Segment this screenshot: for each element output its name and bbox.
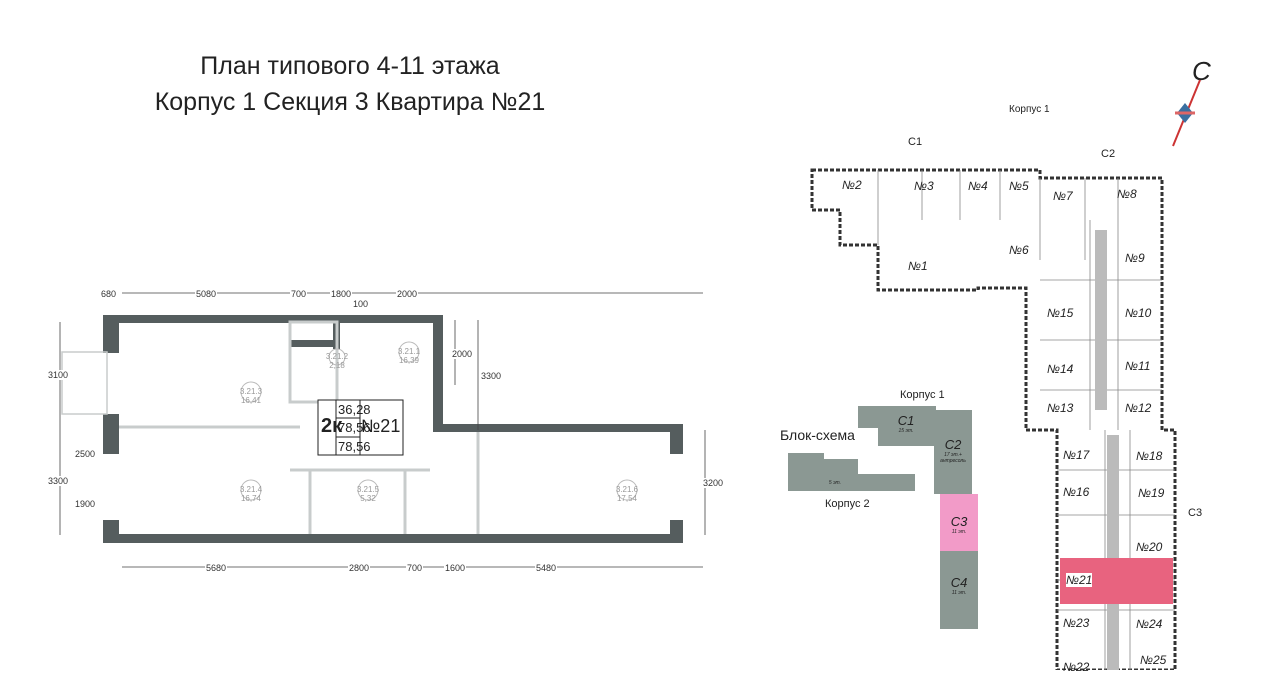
dim-top-4: 1800 [330, 289, 353, 299]
dim-bottom-3: 700 [406, 563, 424, 573]
apt-18: №18 [1136, 449, 1163, 463]
apt-25: №25 [1140, 653, 1167, 667]
compass-icon [1172, 79, 1201, 147]
living-area: 36,28 [338, 402, 371, 417]
apt-17: №17 [1063, 448, 1090, 462]
dim-left-2: 2500 [74, 449, 97, 459]
apt-16: №16 [1063, 485, 1090, 499]
site-c2: С2 [1101, 148, 1116, 160]
k2-floors: 5 эт. [828, 480, 842, 486]
dim-top-1: 680 [100, 289, 118, 299]
dim-bottom-2: 2800 [348, 563, 371, 573]
apt-5: №5 [1009, 179, 1029, 193]
site-c3: С3 [1188, 507, 1203, 519]
dim-bottom-1: 5680 [205, 563, 228, 573]
dim-left-4: 1900 [74, 499, 97, 509]
apt-11: №11 [1125, 359, 1151, 373]
dim-bottom-5: 5480 [535, 563, 558, 573]
apt-13: №13 [1047, 401, 1074, 415]
dim-bottom-4: 1600 [444, 563, 467, 573]
apt-21-highlighted: №21 [1066, 573, 1093, 587]
apartment-number: №21 [361, 416, 401, 436]
apt-19: №19 [1138, 486, 1165, 500]
block-scheme-title: Блок-схема [780, 427, 855, 443]
plan-title-line2: Корпус 1 Секция 3 Квартира №21 [154, 88, 546, 116]
apt-14: №14 [1047, 362, 1074, 376]
block-korpus2: Корпус 2 [825, 498, 870, 510]
plan-title-line1: План типового 4-11 этажа [200, 52, 500, 80]
apt-9: №9 [1125, 251, 1145, 265]
apt-15: №15 [1047, 306, 1074, 320]
apt-4: №4 [968, 179, 988, 193]
apt-22: №22 [1063, 660, 1090, 674]
apt-8: №8 [1117, 187, 1137, 201]
dim-left-1: 3100 [47, 370, 70, 380]
building-section-plan [810, 168, 1177, 670]
site-korpus: Корпус 1 [1009, 104, 1050, 115]
dim-right-1: 2000 [451, 349, 474, 359]
apt-23: №23 [1063, 616, 1090, 630]
apt-24: №24 [1136, 617, 1163, 631]
block-korpus1: Корпус 1 [900, 389, 945, 401]
apt-6: №6 [1009, 243, 1029, 257]
dim-right-2: 3300 [480, 371, 503, 381]
apt-3: №3 [914, 179, 934, 193]
total-area-2: 78,56 [338, 439, 371, 454]
apt-7: №7 [1053, 189, 1073, 203]
apt-1: №1 [908, 259, 928, 273]
total-area: 78,56 [338, 420, 371, 435]
dim-top-5: 100 [352, 299, 370, 309]
compass-north-label: С [1192, 56, 1211, 86]
dim-right-3: 3200 [702, 478, 725, 488]
apt-20: №20 [1136, 540, 1163, 554]
dim-top-2: 5080 [195, 289, 218, 299]
apt-10: №10 [1125, 306, 1152, 320]
apt-12: №12 [1125, 401, 1152, 415]
apartment-floorplan [59, 292, 706, 568]
rooms-count: 2к [321, 415, 343, 437]
apt-2: №2 [842, 178, 862, 192]
dim-top-3: 700 [290, 289, 308, 299]
site-c1: С1 [908, 136, 923, 148]
dim-top-6: 2000 [396, 289, 419, 299]
dim-left-3: 3300 [47, 476, 70, 486]
